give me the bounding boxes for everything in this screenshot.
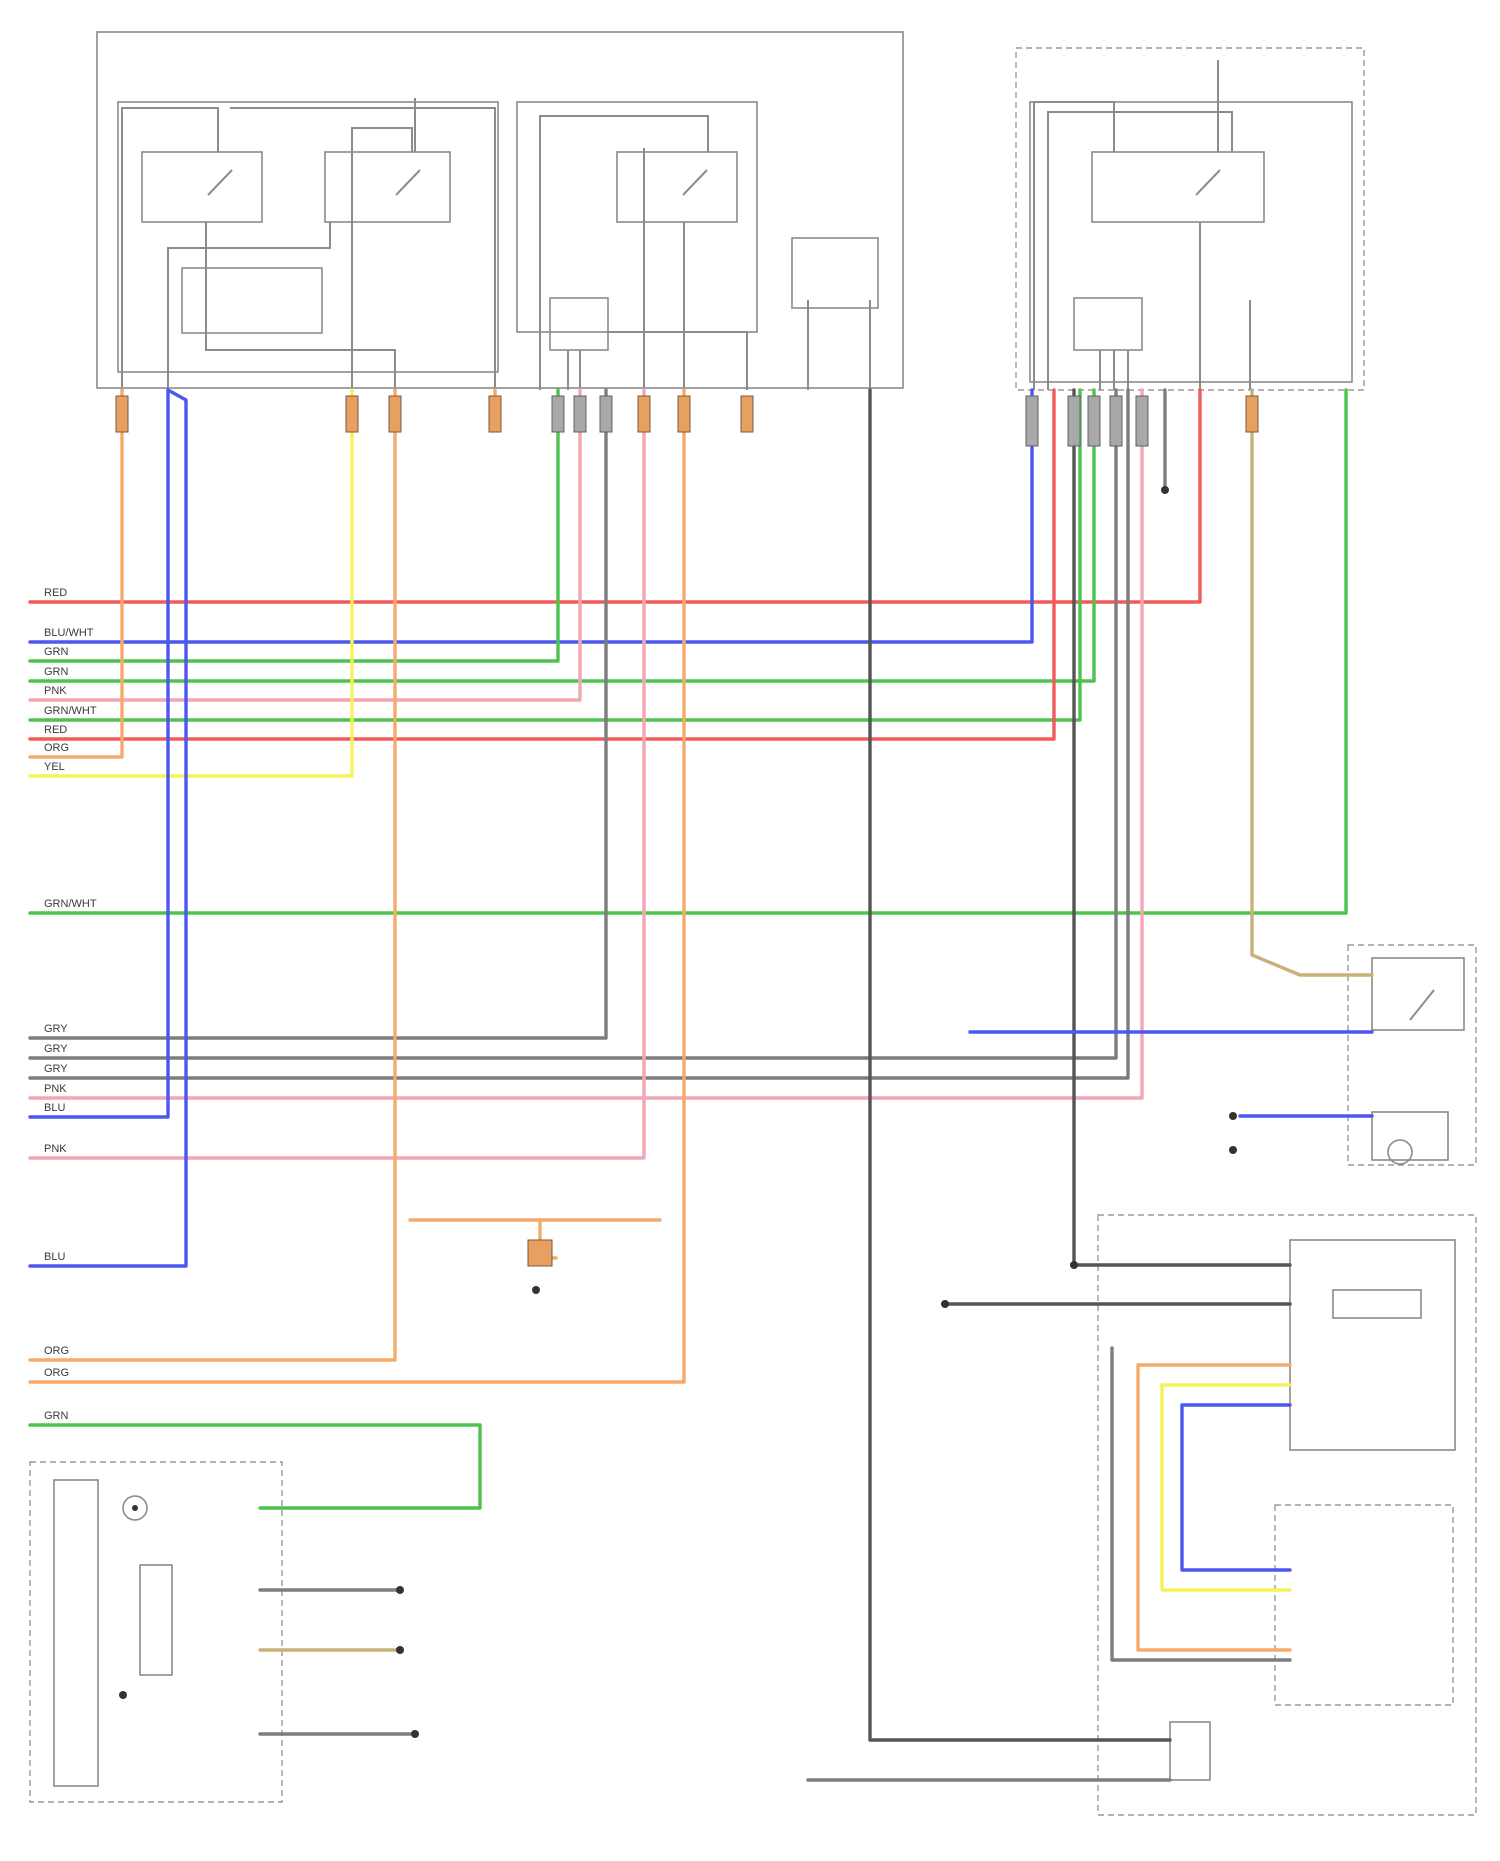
battery-fuse [1333,1290,1421,1318]
relay-contacts [208,170,1434,1020]
connector-pins [116,396,1258,1738]
wire-green-4 [30,390,1346,913]
internal-wiring [122,60,1250,390]
wire-label: ORG [44,742,69,754]
wire-label: GRN/WHT [44,705,97,717]
wire-orange-1 [30,390,122,757]
wire-label: GRY [44,1063,68,1075]
wire-grey-1 [30,390,606,1038]
fuel-filler-switch [1372,1112,1448,1160]
wire-orange-3 [30,390,684,1382]
wire-label: GRY [44,1043,68,1055]
wire-label: BLU [44,1251,65,1263]
wire-label: ORG [44,1367,69,1379]
current-sensor-left [550,298,608,350]
current-sensor-right [1074,298,1142,350]
wire-red-1 [30,390,1200,602]
instrument-cluster [30,1462,282,1802]
wire-label: RED [44,587,67,599]
component-outlines [30,32,1476,1815]
wire-red-2 [30,390,1054,739]
wire-label: GRN [44,1410,69,1422]
wire-label: PNK [44,1083,67,1095]
wire-label: PNK [44,685,67,697]
cluster-module [140,1565,172,1675]
wire-dark-2 [870,390,1170,1740]
fuse-relay-box [1016,48,1364,390]
wire-tan-1 [1252,390,1372,975]
wire-blue-1 [30,390,1032,642]
wire-pink-1 [30,390,580,700]
battery-control-module [1275,1505,1453,1705]
wire-blue-6 [1182,1405,1290,1570]
resistor-block [182,268,322,333]
harness-wires [30,390,1372,1780]
wire-label: GRY [44,1023,68,1035]
wire-label: PNK [44,1143,67,1155]
charge-switch-box [1348,945,1476,1165]
wire-yellow-1 [30,390,352,776]
wire-blue-3 [30,390,186,1266]
battery-module-top [1290,1240,1455,1450]
wire-green-1 [30,390,558,661]
wire-green-2 [30,390,1094,681]
power-relay-box [97,32,903,388]
wire-label: RED [44,724,67,736]
wire-labels: RED BLU/WHT GRN GRN PNK GRN/WHT RED ORG … [44,587,97,1422]
relay-2 [325,152,450,222]
wire-label: BLU [44,1102,65,1114]
wire-label: GRN [44,666,69,678]
relay-4 [1092,152,1264,222]
temperature-sensor [792,238,878,308]
wire-label: GRN [44,646,69,658]
relay-group-right [1030,102,1352,382]
wire-pink-2 [30,390,1142,1098]
wire-label: GRN/WHT [44,898,97,910]
wire-label: BLU/WHT [44,627,94,639]
wire-label: YEL [44,761,65,773]
main-relay-group [118,102,498,372]
wire-dark-1 [1074,390,1290,1265]
wire-label: ORG [44,1345,69,1357]
wire-grey-2 [30,390,1116,1058]
relay-3 [617,152,737,222]
relay-1 [142,152,262,222]
service-plug [1170,1722,1210,1780]
charge-switch [1372,958,1464,1030]
wire-orange-2 [30,390,395,1360]
cluster-inner [54,1480,98,1786]
